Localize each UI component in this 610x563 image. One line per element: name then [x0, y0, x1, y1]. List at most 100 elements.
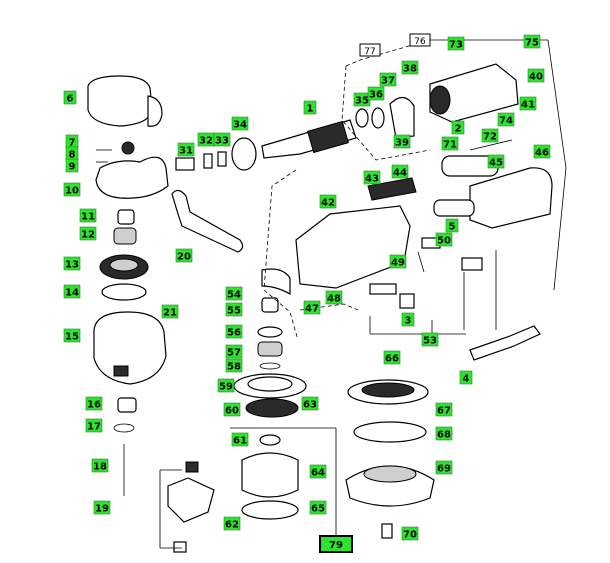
- callout-box: [85, 418, 103, 433]
- callout-box: [459, 370, 473, 385]
- callout-text: 7: [69, 138, 76, 149]
- callout-text: 59: [219, 382, 233, 393]
- callout-9: 9: [65, 158, 79, 173]
- callout-text: 32: [199, 136, 213, 147]
- callout-box: [391, 164, 409, 179]
- callout-box: [519, 96, 537, 111]
- callout-14: 14: [63, 284, 81, 299]
- callout-38: 38: [401, 60, 419, 75]
- bearing-plate-part-60: [245, 398, 299, 418]
- callout-53: 53: [421, 332, 439, 347]
- screw-part-49: [417, 251, 425, 273]
- callout-17: 17: [85, 418, 103, 433]
- callout-57: 57: [225, 344, 243, 359]
- callout-74: 74: [497, 112, 515, 127]
- callout-text: 58: [227, 362, 241, 373]
- lock-assembly-part-19: [167, 477, 215, 523]
- callout-box: [213, 132, 231, 147]
- callout-text: 75: [525, 38, 539, 49]
- slider-part-53: [461, 257, 483, 271]
- callout-64: 64: [309, 464, 327, 479]
- callout-43: 43: [363, 170, 381, 185]
- ref-box-79: 79: [319, 535, 353, 553]
- callout-1: 1: [303, 100, 317, 115]
- callout-15: 15: [63, 328, 81, 343]
- callout-text: 16: [87, 400, 101, 411]
- cover-side-part-6: [147, 95, 163, 127]
- ref-box-77: 77: [359, 43, 381, 57]
- callout-text: 3: [405, 316, 412, 327]
- callout-72: 72: [481, 128, 499, 143]
- callout-box: [389, 254, 407, 269]
- callout-box: [527, 68, 545, 83]
- bearing-part-36: [371, 107, 385, 129]
- callout-box: [231, 116, 249, 131]
- callout-11: 11: [79, 208, 97, 223]
- guard-part-54: [261, 268, 291, 296]
- screw-part-70: [381, 523, 393, 539]
- callout-31: 31: [177, 142, 195, 157]
- callout-text: 55: [227, 306, 241, 317]
- callout-text: 61: [233, 436, 247, 447]
- callout-text: 12: [81, 230, 95, 241]
- callout-40: 40: [527, 68, 545, 83]
- callout-13: 13: [63, 256, 81, 271]
- callout-text: 10: [65, 186, 79, 197]
- callout-text: 69: [437, 464, 451, 475]
- callout-box: [447, 36, 465, 51]
- callout-box: [393, 134, 411, 149]
- callout-box: [481, 128, 499, 143]
- callout-text: 50: [437, 236, 451, 247]
- callout-box: [367, 86, 385, 101]
- callout-box: [79, 208, 97, 223]
- callout-text: 40: [529, 72, 543, 83]
- callout-12: 12: [79, 226, 97, 241]
- callout-text: 57: [227, 348, 241, 359]
- knob-part-7: [121, 141, 135, 155]
- ring-part-17: [113, 423, 135, 433]
- ref-box-76: 76: [409, 33, 431, 47]
- callout-16: 16: [85, 396, 103, 411]
- callout-box: [441, 136, 459, 151]
- callout-box: [383, 350, 401, 365]
- callout-49: 49: [389, 254, 407, 269]
- callout-text: 68: [437, 430, 451, 441]
- callout-8: 8: [65, 146, 79, 161]
- callout-text: 21: [163, 308, 177, 319]
- callout-box: [435, 426, 453, 441]
- callout-text: 2: [455, 124, 462, 135]
- callout-text: 47: [305, 304, 319, 315]
- callout-60: 60: [223, 402, 241, 417]
- callout-70: 70: [401, 526, 419, 541]
- part-31: [175, 157, 195, 171]
- part-55: [261, 297, 279, 313]
- callout-box: [533, 144, 551, 159]
- callout-text: 65: [311, 504, 325, 515]
- callout-box: [65, 158, 79, 173]
- callout-5: 5: [445, 218, 459, 233]
- callout-75: 75: [523, 34, 541, 49]
- gear-housing-part-15: [93, 311, 167, 385]
- callout-box: [63, 90, 77, 105]
- callout-text: 34: [233, 120, 247, 131]
- callout-text: 37: [381, 76, 395, 87]
- bushing-part-12: [113, 227, 137, 245]
- switch-part-3: [369, 283, 397, 295]
- bearing-part-35: [355, 108, 369, 128]
- callout-text: 39: [395, 138, 409, 149]
- callout-box: [303, 300, 321, 315]
- callout-text: 54: [227, 290, 241, 301]
- bearing-part-11: [117, 209, 135, 225]
- callout-text: 15: [65, 332, 79, 343]
- svg-text:79: 79: [329, 540, 343, 551]
- callout-63: 63: [301, 396, 319, 411]
- callout-text: 13: [65, 260, 79, 271]
- callout-34: 34: [231, 116, 249, 131]
- callout-box: [93, 500, 111, 515]
- ring-part-65: [241, 500, 299, 520]
- callout-33: 33: [213, 132, 231, 147]
- callout-text: 36: [369, 90, 383, 101]
- callout-text: 18: [93, 462, 107, 473]
- callout-6: 6: [63, 90, 77, 105]
- callout-18: 18: [91, 458, 109, 473]
